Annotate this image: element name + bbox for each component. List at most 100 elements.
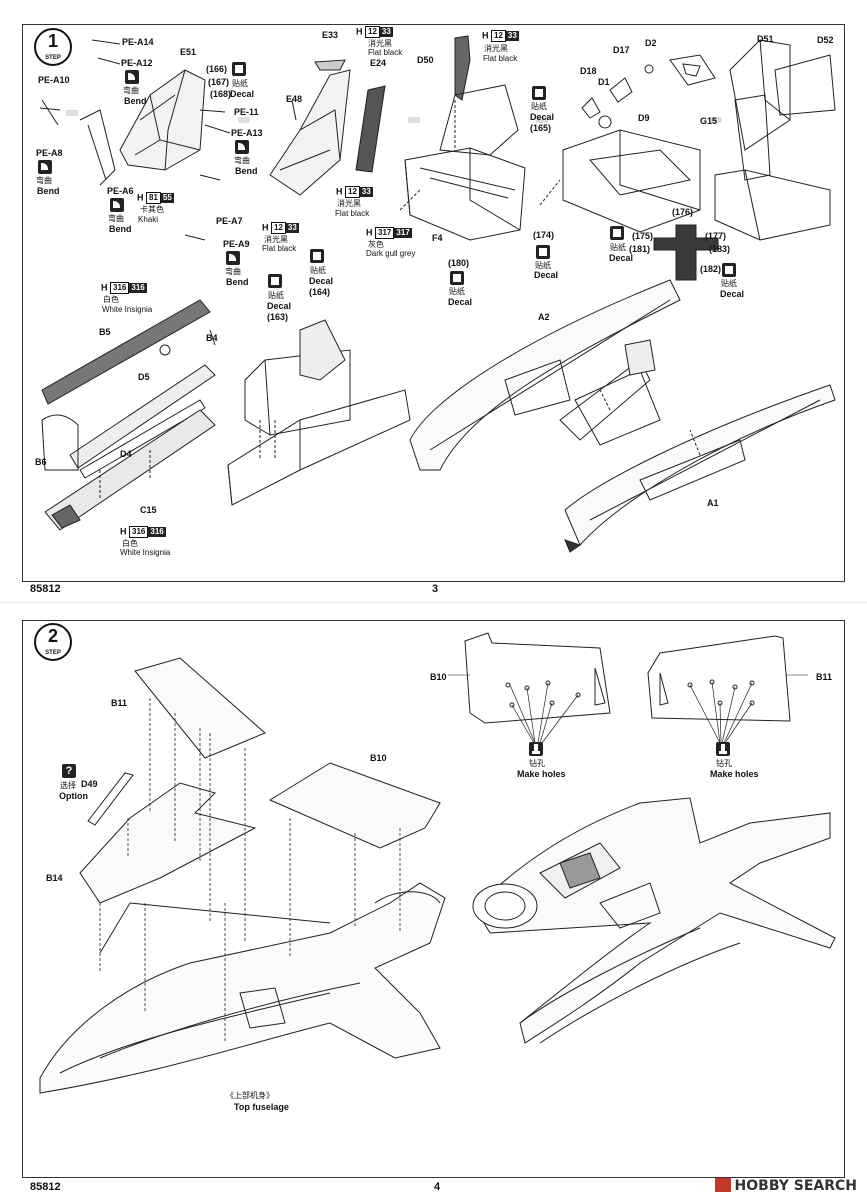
watermark-text: HOBBY SEARCH: [734, 1178, 857, 1194]
bend-cn-label: 弯曲: [234, 156, 250, 165]
option-icon: ?: [62, 764, 76, 778]
decal-cn-label: 贴纸: [232, 79, 248, 88]
bend-label: Bend: [235, 166, 258, 176]
paint-prefix: H: [482, 30, 489, 41]
bend-icon: [38, 160, 52, 174]
part-label: B10: [370, 753, 387, 763]
step-number: 2: [47, 626, 58, 646]
decal-icon: [610, 226, 624, 240]
paint-cn-label: 灰色: [368, 240, 384, 249]
paint-code: 316: [129, 526, 149, 538]
part-label: B4: [206, 333, 218, 343]
part-label: B6: [35, 457, 47, 467]
decal-label: Decal: [609, 253, 634, 263]
decal-number: (183): [709, 244, 731, 254]
decal-icon: [536, 245, 550, 259]
part-label: G15: [700, 116, 718, 126]
part-label: B14: [46, 873, 63, 883]
paint-code: 12: [271, 222, 286, 234]
paint-cn-label: 白色: [103, 295, 119, 304]
decal-cn-label: 贴纸: [610, 243, 626, 252]
paint-cn-label: 消光黑: [337, 199, 361, 208]
paint-code: 317: [375, 227, 395, 239]
paint-prefix: H: [137, 192, 144, 203]
paint-cn-label: 消光黑: [264, 235, 288, 244]
paint-cn-label: 消光黑: [484, 44, 508, 53]
decal-number: (175): [632, 231, 654, 241]
part-label: C15: [140, 505, 157, 515]
part-label: E48: [286, 94, 303, 104]
decal-icon: [722, 263, 736, 277]
step-badge-2: 2 STEP: [34, 623, 72, 661]
part-label: E51: [180, 47, 197, 57]
decal-label: Decal: [534, 270, 559, 280]
decal-number: (163): [267, 312, 289, 322]
part-label: D5: [138, 372, 150, 382]
decal-number: (164): [309, 287, 331, 297]
part-label: B11: [111, 698, 128, 708]
assembly-cn-label: 《上部机身》: [226, 1091, 274, 1100]
paint-prefix: H: [366, 227, 373, 238]
paint-label: Flat black: [262, 244, 297, 253]
decal-label: Decal: [309, 276, 334, 286]
bend-cn-label: 弯曲: [36, 176, 52, 185]
drill-label: Make holes: [710, 769, 759, 779]
paint-code: 316: [110, 282, 130, 294]
step-word: STEP: [45, 55, 61, 61]
step-1-illustration: [39, 35, 836, 553]
paint-label: White Insignia: [102, 305, 153, 314]
assembly-label: Top fuselage: [234, 1102, 289, 1112]
part-label: D4: [120, 449, 132, 459]
paint-prefix: H: [262, 222, 269, 233]
part-label: E33: [322, 30, 339, 40]
paint-prefix: H: [356, 26, 363, 37]
bend-icon: [125, 70, 139, 84]
paint-cn-label: 消光黑: [368, 39, 392, 48]
bend-icon: [110, 198, 124, 212]
decal-icon: [232, 62, 246, 76]
decal-number: (174): [533, 230, 555, 240]
bend-cn-label: 弯曲: [123, 86, 139, 95]
part-label: D2: [645, 38, 657, 48]
part-label: D1: [598, 77, 610, 87]
bend-label: Bend: [37, 186, 60, 196]
part-label: D17: [613, 45, 630, 55]
decal-number: (165): [530, 123, 552, 133]
part-label: PE-A10: [38, 75, 70, 85]
paint-code: 33: [505, 31, 519, 41]
option-label: Option: [59, 791, 88, 801]
drill-icon: [716, 742, 730, 756]
decal-number: (182): [700, 264, 722, 274]
page-number: 3: [432, 583, 439, 595]
paint-prefix: H: [336, 186, 343, 197]
part-label: PE-A12: [121, 58, 153, 68]
kit-code: 85812: [30, 583, 61, 595]
part-label: B5: [99, 327, 111, 337]
decal-number: (168): [210, 89, 232, 99]
decal-number: (180): [448, 258, 470, 268]
watermark-logo-icon: [714, 1178, 731, 1192]
part-label: D50: [417, 55, 434, 65]
decal-number: (167): [208, 77, 230, 87]
drill-cn-label: 钻孔: [529, 759, 545, 768]
paint-code: 33: [285, 223, 299, 233]
paint-label: Khaki: [138, 215, 159, 224]
paint-code: 316: [148, 527, 166, 537]
decal-number: (176): [672, 207, 694, 217]
drill-label: Make holes: [517, 769, 566, 779]
paint-label: White Insignia: [120, 548, 171, 557]
paint-code: 317: [394, 228, 412, 238]
decal-icon: [532, 86, 546, 100]
paint-cn-label: 白色: [122, 539, 138, 548]
part-label: D49: [81, 779, 98, 789]
paint-code: 55: [160, 193, 174, 203]
part-label: PE-A13: [231, 128, 263, 138]
drill-icon: [529, 742, 543, 756]
